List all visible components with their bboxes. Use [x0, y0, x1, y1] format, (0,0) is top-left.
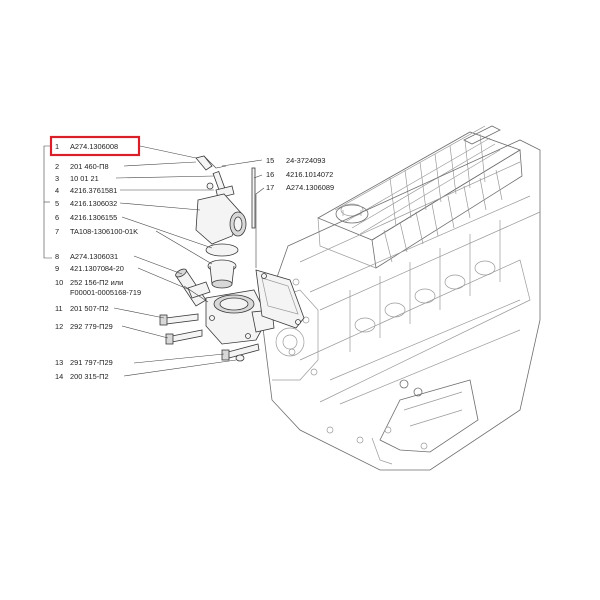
part-11-bolt	[159, 313, 199, 326]
callout-number: 6	[55, 213, 59, 222]
highlight-box	[49, 135, 141, 157]
part-13-bolt	[221, 343, 260, 361]
callout-number: 16	[266, 170, 274, 179]
callout-number: 5	[55, 199, 59, 208]
callout-number: 17	[266, 183, 274, 192]
part-2-bolt	[212, 171, 226, 191]
callout-number: 2	[55, 162, 59, 171]
callout-number: 12	[55, 322, 63, 331]
callout-number: 14	[55, 372, 63, 381]
callout-number: 15	[266, 156, 274, 165]
callout-number: 13	[55, 358, 63, 367]
callout-5: 5 4216.1306032	[55, 199, 117, 208]
part-1-housing	[205, 289, 275, 345]
part-code: A274.1306008	[70, 142, 118, 151]
part-code: 10 01 21	[70, 174, 99, 183]
callout-13: 13 291 797-П29	[55, 358, 113, 367]
callout-number: 11	[55, 304, 63, 313]
callout-number: 8	[55, 252, 59, 261]
callout-16: 16 4216.1014072	[266, 170, 333, 179]
callout-6: 6 4216.1306155	[55, 213, 117, 222]
thermostat-assembly	[159, 155, 305, 362]
part-3-washer	[206, 182, 214, 190]
callout-8: 8 A274.1306031	[55, 252, 118, 261]
callout-15: 15 24-3724093	[266, 156, 325, 165]
valve-cover	[317, 125, 523, 269]
part-17-gasket-plate	[255, 269, 305, 329]
part-code: 201 507-П2	[70, 304, 109, 313]
callout-10: 10 252 156-П2 или F00001-0005168-719	[55, 278, 141, 297]
part-code: 201 460-П8	[70, 162, 109, 171]
part-code: 291 797-П29	[70, 358, 113, 367]
parts-list: 1 A274.1306008 2 201 460-П8 3 10 01 21 4…	[49, 135, 334, 381]
part-14-washer	[235, 354, 245, 362]
part-code-alt: F00001-0005168-719	[70, 288, 141, 297]
leader-lines	[43, 145, 265, 377]
callout-17: 17 A274.1306089	[266, 183, 334, 192]
callout-number: 10	[55, 278, 63, 287]
part-code: 292 779-П29	[70, 322, 113, 331]
part-code: A274.1306031	[70, 252, 118, 261]
callout-14: 14 200 315-П2	[55, 372, 109, 381]
part-7-thermostat	[207, 259, 237, 289]
callout-7: 7 TA108-1306100-01K	[55, 227, 138, 236]
part-code: 4216.1306032	[70, 199, 117, 208]
part-6-gasket	[205, 243, 239, 257]
part-code: 4216.3761581	[70, 186, 117, 195]
callout-9: 9 421.1307084-20	[55, 264, 124, 273]
engine-block-drawing	[261, 125, 541, 471]
engine-mount-bracket	[371, 379, 479, 465]
callout-1: 1 A274.1306008	[55, 142, 118, 151]
callout-4: 4 4216.3761581	[55, 186, 117, 195]
part-code: A274.1306089	[286, 183, 334, 192]
callout-12: 12 292 779-П29	[55, 322, 113, 331]
callout-2: 2 201 460-П8	[55, 162, 109, 171]
part-code: 421.1307084-20	[70, 264, 124, 273]
callout-number: 3	[55, 174, 59, 183]
callout-number: 9	[55, 264, 59, 273]
part-16-stud	[251, 167, 256, 229]
part-code: 252 156-П2 или	[70, 278, 123, 287]
callout-11: 11 201 507-П2	[55, 304, 109, 313]
cylinder-block	[261, 139, 541, 471]
callout-3: 3 10 01 21	[55, 174, 99, 183]
callout-number: 7	[55, 227, 59, 236]
callout-number: 4	[55, 186, 59, 195]
part-15-sensor	[195, 155, 213, 171]
part-9-clamp	[187, 281, 211, 299]
part-5-outlet-housing	[195, 193, 247, 245]
part-12-bolt	[165, 329, 203, 345]
callout-number: 1	[55, 142, 59, 151]
part-code: 4216.1306155	[70, 213, 117, 222]
part-code: 200 315-П2	[70, 372, 109, 381]
part-code: 4216.1014072	[286, 170, 333, 179]
part-code: 24-3724093	[286, 156, 325, 165]
part-code: TA108-1306100-01K	[70, 227, 138, 236]
